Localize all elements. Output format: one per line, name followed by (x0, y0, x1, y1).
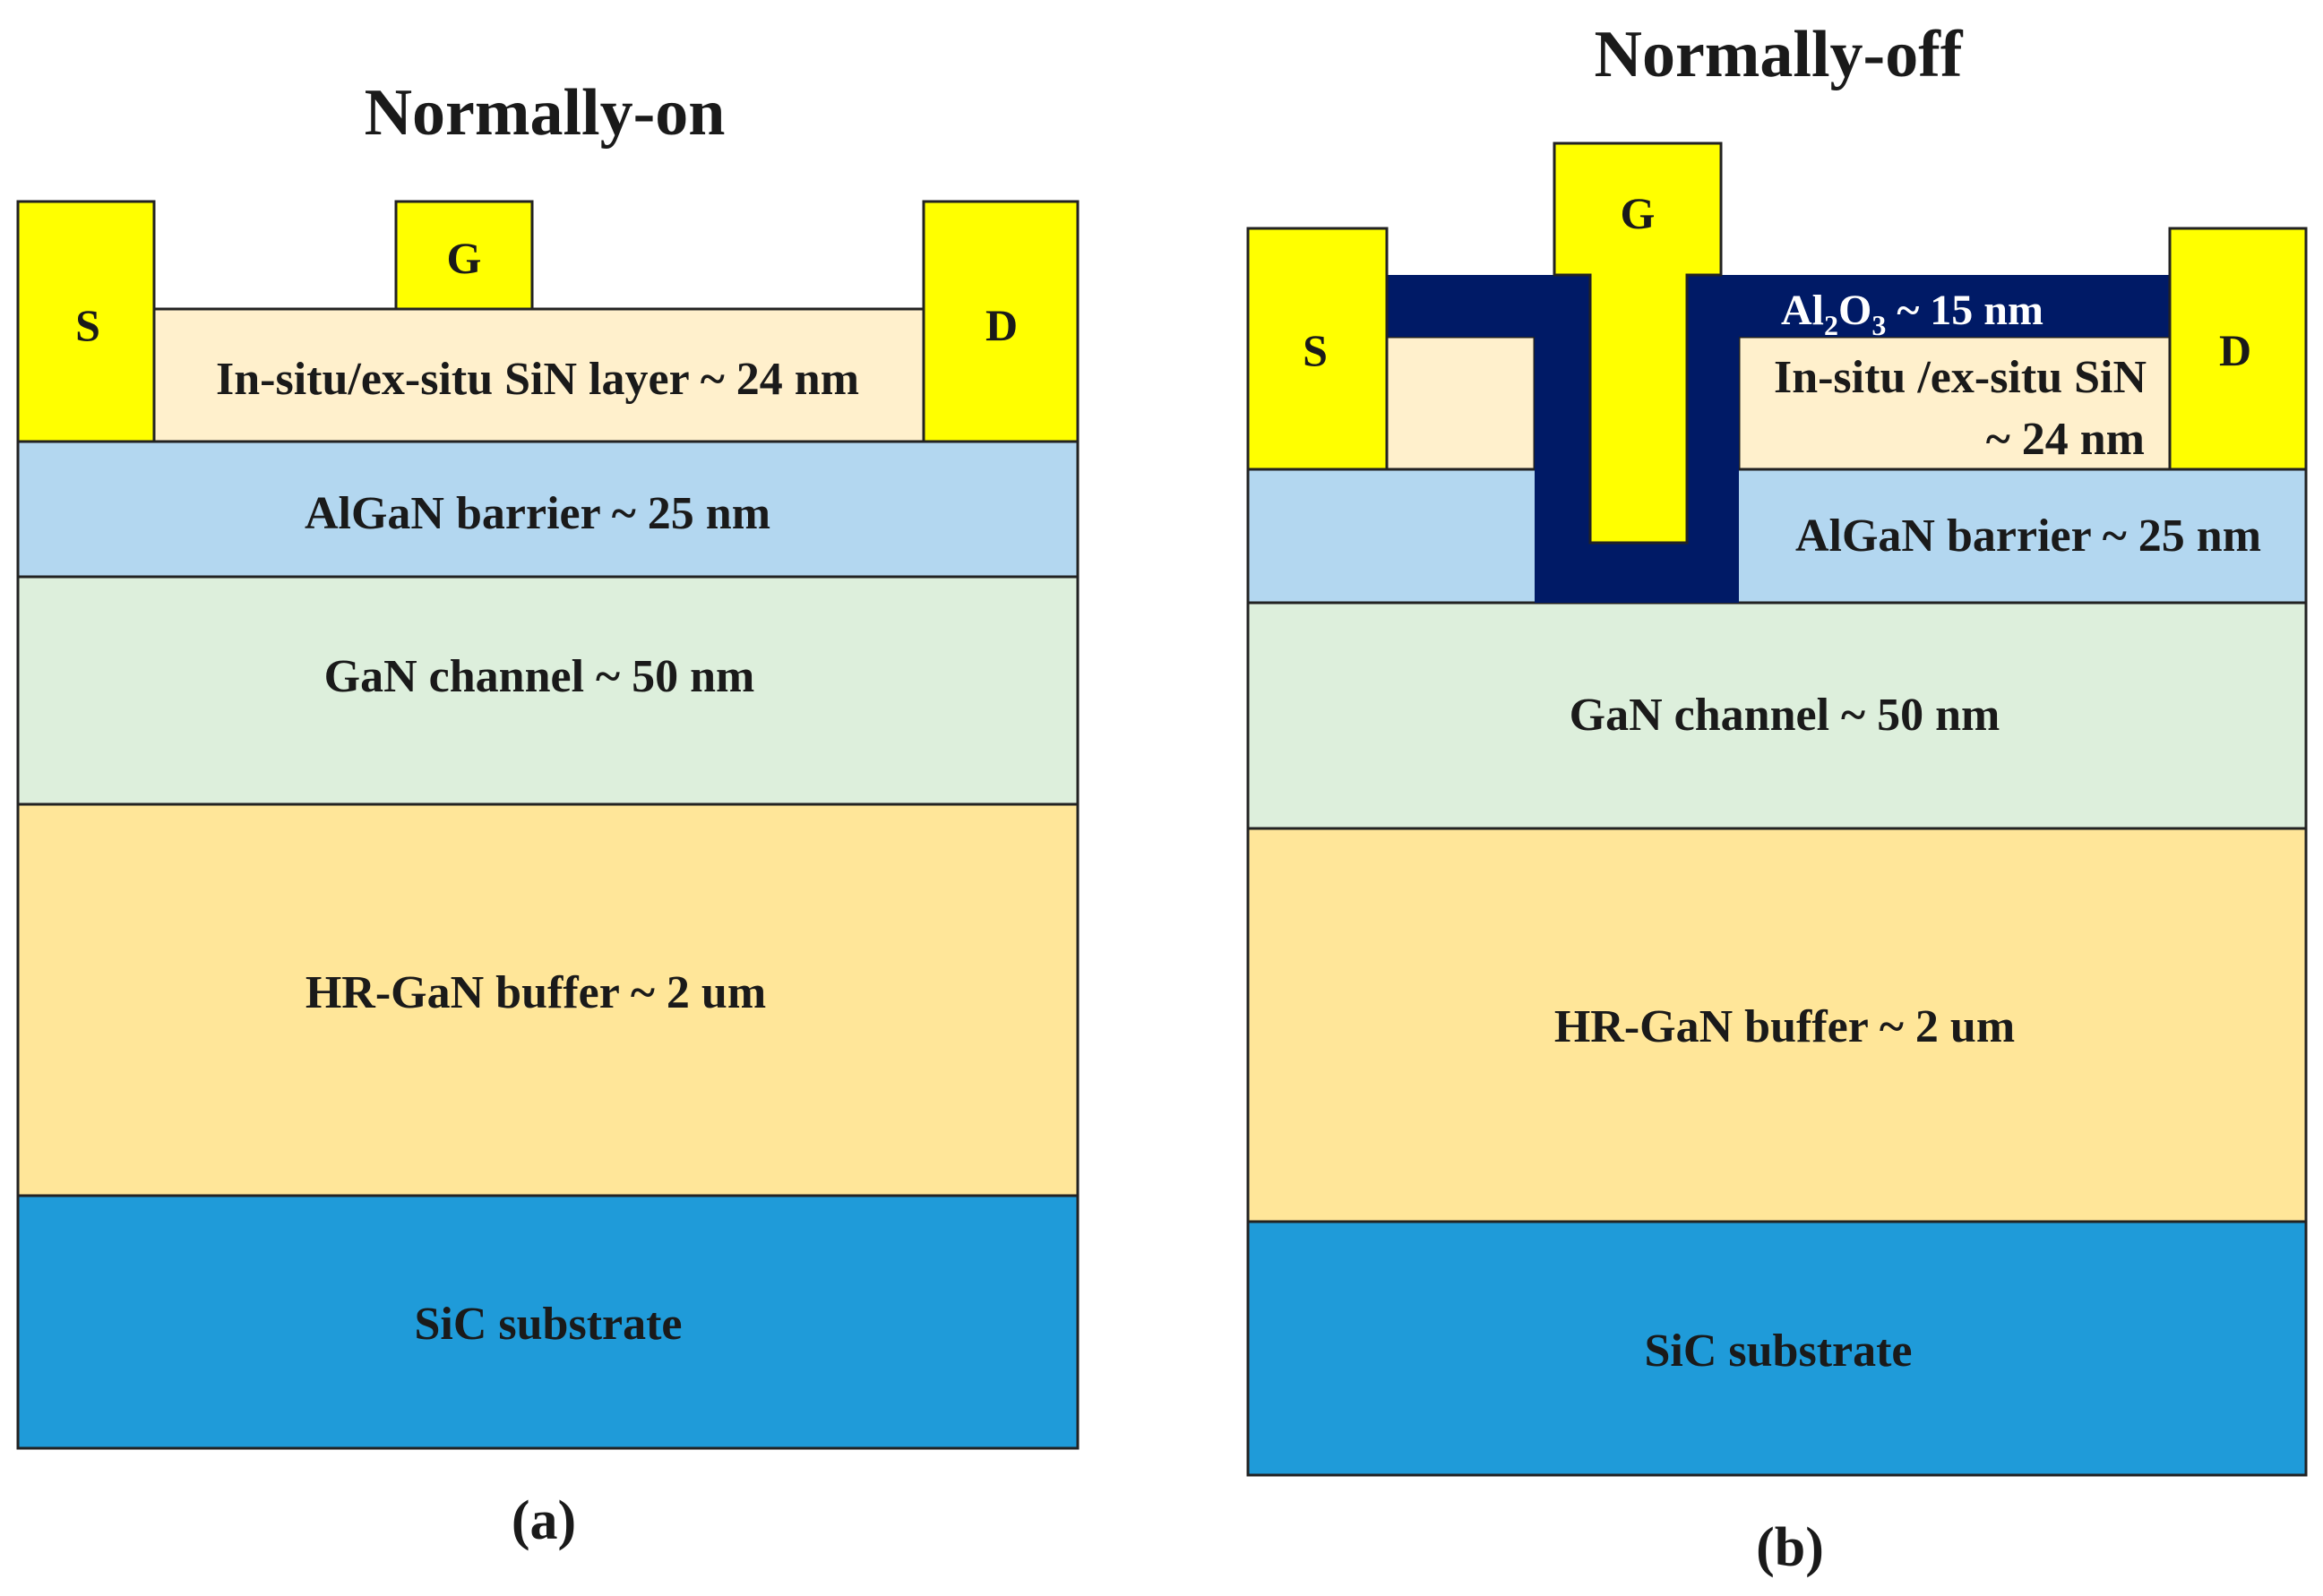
panel-b-gate-contact (1553, 142, 1723, 545)
panel-a-source-label: S (75, 300, 100, 350)
panel-a-gate-contact (394, 200, 534, 311)
panel-a-sic-substrate-layer (16, 1194, 1080, 1450)
panel-b-source-label: S (1303, 325, 1328, 375)
panel-b-gate-label: G (1621, 188, 1656, 238)
panel-b-sin-layer-right (1737, 335, 2172, 471)
panel-a-drain-label: D (985, 300, 1018, 350)
panel-b-oxide-label-al: Al (1781, 287, 1824, 334)
panel-b-hr-gan-buffer-layer (1246, 827, 2308, 1223)
panel-a-hr-gan-buffer-label: HR-GaN buffer ~ 2 um (305, 967, 766, 1018)
panel-b-hr-gan-buffer-label: HR-GaN buffer ~ 2 um (1554, 1001, 2015, 1052)
panel-b-algan-barrier-label: AlGaN barrier ~ 25 nm (1795, 511, 2261, 562)
panel-a-gan-channel-label: GaN channel ~ 50 nm (324, 651, 755, 702)
panel-b-oxide-sub-3: 3 (1871, 309, 1886, 341)
panel-b-caption: (b) (1756, 1517, 1824, 1578)
panel-a-title: Normally-on (365, 76, 726, 150)
panel-b-sic-substrate-label: SiC substrate (1644, 1326, 1912, 1377)
panel-a-hr-gan-buffer-layer (16, 802, 1080, 1197)
panel-a-gate-label: G (447, 233, 482, 283)
panel-a-algan-barrier-layer (16, 440, 1080, 579)
panel-b-source-contact (1246, 227, 1389, 471)
panel-b-algan-barrier-layer (1246, 468, 2308, 605)
panel-b-sic-substrate-layer (1246, 1220, 2308, 1477)
panel-b-oxide-sub-2: 2 (1824, 309, 1838, 341)
panel-b-normally-off: Normally-off SiC substrate HR-GaN buffer… (1246, 18, 2308, 1578)
panel-b-drain-label: D (2219, 325, 2251, 375)
panel-a-algan-barrier-label: AlGaN barrier ~ 25 nm (305, 488, 770, 539)
panel-b-oxide-label-o: O (1838, 287, 1871, 334)
panel-b-sin-label-line2: ~ 24 nm (1986, 414, 2145, 465)
panel-a-normally-on: Normally-on SiC substrate HR-GaN buffer … (16, 76, 1080, 1551)
panel-a-sin-layer (152, 307, 925, 443)
panel-a-drain-contact (922, 200, 1080, 443)
panel-b-gan-channel-label: GaN channel ~ 50 nm (1570, 690, 2000, 741)
panel-b-oxide-label: Al2O3 ~ 15 nm (1781, 287, 2043, 341)
panel-b-oxide-label-rest: ~ 15 nm (1886, 287, 2043, 334)
panel-a-source-contact (16, 200, 156, 443)
panel-a-sic-substrate-label: SiC substrate (414, 1299, 682, 1350)
panel-b-title: Normally-off (1595, 18, 1964, 91)
panel-b-gan-channel-layer (1246, 601, 2308, 830)
panel-b-al2o3-oxide-layer (1387, 275, 2170, 603)
panel-b-sin-label-line1: In-situ /ex-situ SiN (1774, 352, 2147, 403)
panel-a-caption: (a) (512, 1490, 576, 1551)
panel-b-drain-contact (2168, 227, 2308, 471)
panel-a-sin-label: In-situ/ex-situ SiN layer ~ 24 nm (216, 354, 859, 405)
panel-b-sin-layer-left (1385, 335, 1536, 471)
